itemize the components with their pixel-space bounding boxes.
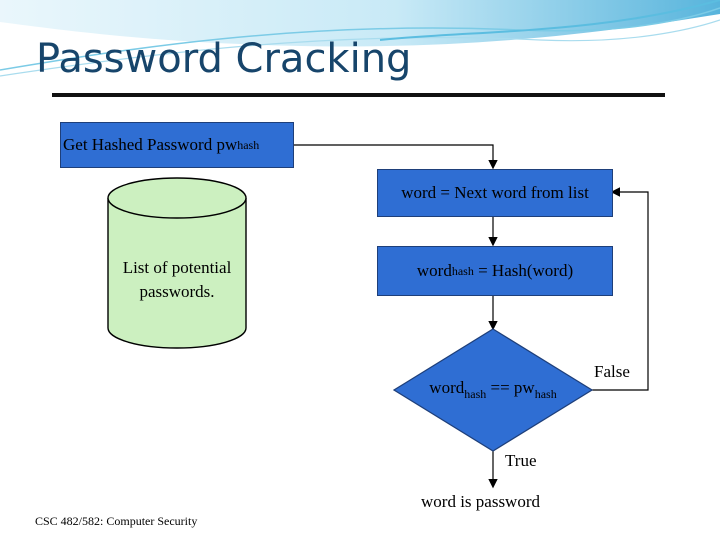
compare-pre: word: [429, 378, 465, 397]
compare-decision-diamond: [393, 328, 593, 452]
get-hashed-text: Get Hashed Password pw: [63, 135, 238, 154]
hash-word-post: = Hash(word): [473, 261, 574, 280]
title-divider: [52, 93, 665, 97]
database-label: List of potential passwords.: [122, 258, 232, 301]
true-branch-label: True: [505, 451, 537, 470]
swoosh-band: [0, 0, 720, 47]
header-swoosh: [0, 0, 720, 77]
page-title: Password Cracking: [36, 36, 412, 82]
connector-false-loop: [590, 187, 649, 391]
compare-sub1: hash: [464, 387, 487, 401]
compare-sub2: hash: [534, 387, 557, 401]
false-branch-label: False: [594, 362, 630, 381]
hash-word-pre: word: [416, 261, 452, 280]
course-footer: CSC 482/582: Computer Security: [35, 514, 198, 528]
next-word-step: word = Next word from list: [377, 169, 613, 217]
compare-mid: == pw: [486, 378, 535, 397]
swoosh-line-3: [379, 0, 720, 41]
password-list-database: [107, 177, 247, 349]
result-label: word is password: [421, 492, 540, 511]
next-word-text: word = Next word from list: [401, 183, 589, 202]
swoosh-line-2: [0, 19, 720, 77]
swoosh-line-1: [0, 7, 720, 71]
connector-get-to-next: [294, 144, 498, 170]
compare-condition: wordhash == pwhash: [398, 378, 588, 401]
